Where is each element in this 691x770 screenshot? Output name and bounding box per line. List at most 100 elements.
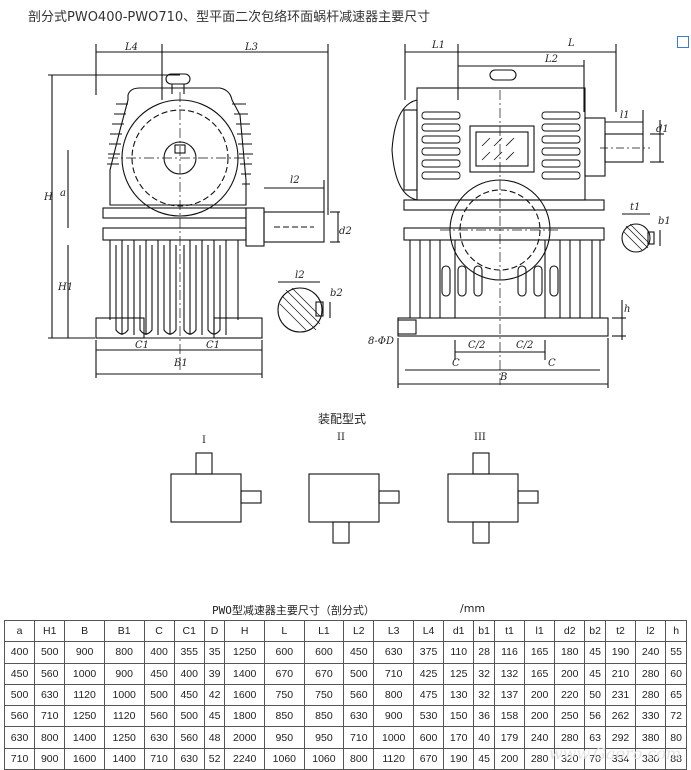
- table-cell: 710: [343, 726, 375, 749]
- table-cell: 380: [635, 747, 667, 770]
- assembly-label-1: I: [202, 435, 206, 446]
- table-cell: 36: [473, 705, 495, 728]
- table-cell: 560: [343, 683, 375, 707]
- table-cell: 355: [173, 641, 205, 664]
- table-cell: 45: [584, 662, 606, 685]
- table-cell: 1060: [264, 747, 305, 770]
- table-cell: 500: [173, 705, 205, 728]
- table-cell: 250: [554, 705, 586, 728]
- table-cell: 710: [373, 662, 414, 685]
- table-cell: 280: [524, 747, 556, 770]
- table-cell: 750: [303, 683, 345, 707]
- table-cell: 45: [473, 747, 495, 770]
- table-cell: 1600: [224, 683, 266, 707]
- label-L3: L3: [244, 42, 258, 53]
- label-L4: L4: [124, 42, 138, 53]
- table-unit: /mm: [460, 602, 486, 615]
- table-cell: 65: [665, 683, 687, 707]
- table-cell: 450: [343, 641, 375, 664]
- table-cell: 400: [143, 641, 175, 664]
- table-cell: 380: [635, 726, 667, 749]
- header-cell: H1: [34, 619, 66, 643]
- table-cell: 1000: [373, 726, 414, 749]
- header-cell: d1: [443, 619, 475, 643]
- header-cell: D: [203, 619, 226, 643]
- table-cell: 1250: [103, 726, 145, 749]
- table-cell: 900: [64, 641, 105, 664]
- table-cell: 42: [203, 683, 226, 707]
- table-cell: 630: [3, 726, 36, 749]
- table-cell: 200: [524, 683, 556, 707]
- label-L1: L1: [431, 40, 445, 51]
- table-cell: 475: [412, 683, 445, 707]
- table-cell: 60: [665, 662, 687, 685]
- label-L: L: [567, 38, 575, 49]
- table-cell: 800: [343, 747, 375, 770]
- table-cell: 220: [554, 683, 586, 707]
- header-cell: C: [143, 619, 175, 643]
- table-caption: PWO型减速器主要尺寸（剖分式）: [212, 604, 375, 617]
- table-cell: 116: [493, 641, 526, 664]
- label-b1: b1: [658, 216, 671, 227]
- page-title: 剖分式PWO400-PWO710、型平面二次包络环面蜗杆减速器主要尺寸: [28, 10, 431, 25]
- label-d1: d1: [656, 124, 669, 135]
- header-cell: L1: [303, 619, 345, 643]
- header-cell: d2: [554, 619, 586, 643]
- table-cell: 560: [3, 705, 36, 728]
- label-holes: 8-ΦD: [368, 336, 394, 347]
- table-cell: 1600: [64, 747, 105, 770]
- table-cell: 32: [473, 683, 495, 707]
- table-cell: 400: [3, 641, 36, 664]
- table-cell: 800: [34, 726, 66, 749]
- table-cell: 130: [443, 683, 475, 707]
- table-cell: 530: [412, 705, 445, 728]
- label-C-half-right: C/2: [516, 340, 533, 351]
- table-cell: 137: [493, 683, 526, 707]
- header-cell: L3: [373, 619, 414, 643]
- header-cell: C1: [173, 619, 205, 643]
- table-cell: 900: [103, 662, 145, 685]
- label-B1: B1: [173, 358, 188, 369]
- table-cell: 35: [203, 641, 226, 664]
- table-cell: 200: [554, 662, 586, 685]
- table-cell: 52: [203, 747, 226, 770]
- label-l2-section: l2: [295, 270, 305, 281]
- header-cell: B: [64, 619, 105, 643]
- table-cell: 1250: [64, 705, 105, 728]
- label-a: a: [60, 188, 66, 199]
- header-cell: L4: [412, 619, 445, 643]
- table-cell: 560: [143, 705, 175, 728]
- table-cell: 630: [373, 641, 414, 664]
- left-view: [48, 44, 340, 378]
- table-cell: 1060: [303, 747, 345, 770]
- table-cell: 500: [143, 683, 175, 707]
- label-l2-left: l2: [290, 175, 300, 186]
- table-cell: 40: [473, 726, 495, 749]
- dimension-table: a H1 B B1 C C1 D H L L1 L2 L3 L4 d1 b1 t…: [3, 619, 687, 770]
- header-cell: h: [665, 619, 687, 643]
- label-B: B: [499, 372, 507, 383]
- table-cell: 330: [635, 705, 667, 728]
- table-cell: 231: [604, 683, 637, 707]
- table-cell: 950: [264, 726, 305, 749]
- label-H: H: [43, 192, 53, 203]
- table-cell: 630: [34, 683, 66, 707]
- table-cell: 560: [34, 662, 66, 685]
- corner-marker: [677, 36, 689, 48]
- table-cell: 1250: [224, 641, 266, 664]
- table-cell: 180: [554, 641, 586, 664]
- table-cell: 280: [635, 662, 667, 685]
- table-cell: 710: [3, 747, 36, 770]
- table-cell: 170: [443, 726, 475, 749]
- table-cell: 2000: [224, 726, 266, 749]
- table-cell: 190: [604, 641, 637, 664]
- table-cell: 280: [635, 683, 667, 707]
- table-cell: 710: [143, 747, 175, 770]
- label-b2: b2: [330, 288, 343, 299]
- header-cell: t2: [604, 619, 637, 643]
- table-cell: 630: [143, 726, 175, 749]
